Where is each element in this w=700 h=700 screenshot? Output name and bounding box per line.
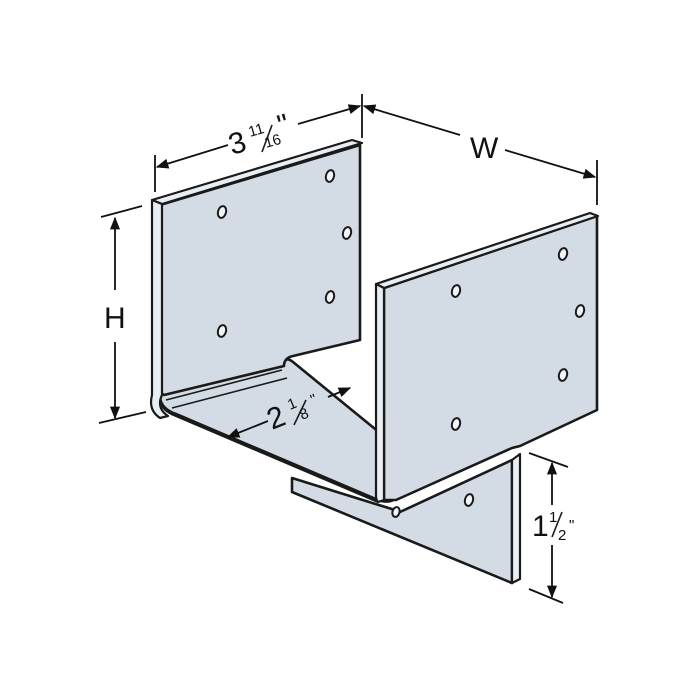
flange-height-numerator: 1 <box>549 509 557 526</box>
left-plate-hole <box>216 205 228 219</box>
top-width-numerator: 11 <box>246 120 266 141</box>
right-plate-hole <box>557 368 569 382</box>
dimension-flange-height: 1 1 2 " <box>528 452 574 604</box>
flange-hole <box>391 506 401 518</box>
right-plate-hole <box>574 304 586 318</box>
flange-height-unit: " <box>569 517 574 534</box>
dimension-top-width: 3 11 16 " <box>154 94 363 192</box>
flange-height-denominator: 2 <box>558 527 566 544</box>
top-width-denominator: 16 <box>262 131 283 152</box>
flange-hole <box>463 493 475 507</box>
right-side-plate <box>374 211 600 504</box>
bottom-flange <box>290 452 522 585</box>
seat-width-unit: " <box>308 391 319 409</box>
height-label: H <box>104 302 126 335</box>
right-plate-hole <box>557 247 569 261</box>
left-plate-hole <box>324 169 336 183</box>
left-side-plate <box>149 138 364 420</box>
left-plate-hole <box>216 324 228 338</box>
top-width-whole: 3 <box>225 125 250 161</box>
left-plate-hole <box>324 290 336 304</box>
width-label: W <box>470 132 499 165</box>
dimension-height: H <box>98 205 147 424</box>
left-plate-hole <box>341 226 353 240</box>
flange-height-whole: 1 <box>532 510 549 543</box>
dimension-width: W <box>362 104 598 205</box>
right-plate-hole <box>450 284 462 298</box>
right-plate-hole <box>450 417 462 431</box>
